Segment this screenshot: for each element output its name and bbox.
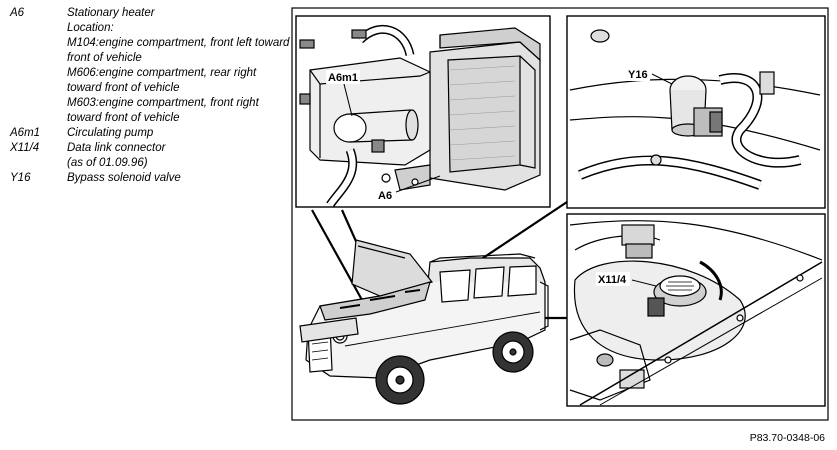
detail-panel-solenoid-valve: Y16: [566, 15, 826, 209]
detail-panel-data-link-connector: X11/4: [566, 213, 826, 407]
legend-code: X11/4: [10, 142, 40, 154]
legend-text: M603:engine compartment, front right tow…: [67, 97, 259, 124]
legend-text: M606:engine compartment, rear right towa…: [67, 67, 257, 94]
legend-text: (as of 01.09.96): [67, 157, 148, 169]
legend-code: A6: [10, 7, 25, 19]
legend-code: A6m1: [10, 127, 41, 139]
figure-reference-number: P83.70-0348-06: [749, 432, 825, 444]
figure-frame: [291, 7, 829, 421]
legend-entry-a6m1: A6m1 Circulating pump: [10, 126, 290, 141]
callout-label-y16: Y16: [628, 69, 648, 81]
legend-text: M104:engine compartment, front left towa…: [67, 37, 290, 64]
legend-entry-x11-4: X11/4 Data link connector (as of 01.09.9…: [10, 141, 290, 171]
legend-text: Stationary heater: [67, 7, 155, 19]
callout-label-x11-4: X11/4: [598, 274, 627, 286]
legend-text: Data link connector: [67, 142, 166, 154]
legend-text: Location:: [67, 22, 114, 34]
legend-text: Bypass solenoid valve: [67, 172, 181, 184]
callout-label-a6: A6: [378, 190, 392, 202]
legend-entry-y16: Y16 Bypass solenoid valve: [10, 171, 290, 186]
legend-code: Y16: [10, 172, 31, 184]
vehicle-illustration: [299, 239, 549, 405]
legend: A6 Stationary heater Location: M104:engi…: [10, 6, 290, 186]
legend-entry-a6: A6 Stationary heater Location: M104:engi…: [10, 6, 290, 126]
detail-panel-heater: A6m1 A6: [295, 15, 551, 208]
callout-label-a6m1: A6m1: [328, 72, 358, 84]
legend-text: Circulating pump: [67, 127, 154, 139]
